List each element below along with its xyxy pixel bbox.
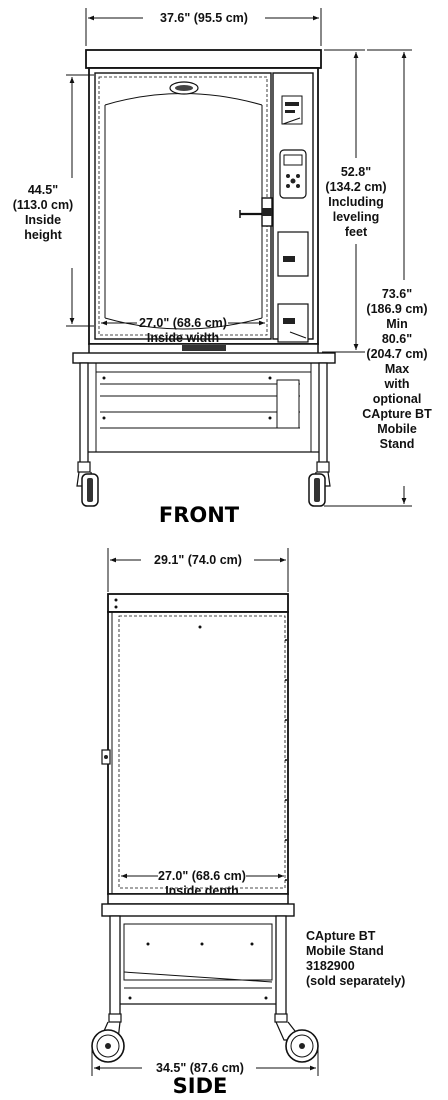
with-stand-label-10: Mobile — [377, 422, 417, 436]
side-inside-outline — [118, 615, 286, 889]
side-view: 29.1" (74.0 cm) 27.0" (68.6 cm) Inside d… — [91, 548, 405, 1098]
height-with-stand-dimension: 73.6" (186.9 cm) Min 80.6" (204.7 cm) Ma… — [324, 49, 432, 507]
with-stand-label-3: Min — [386, 317, 408, 331]
base-nameplate — [182, 345, 226, 351]
front-mobile-stand — [72, 352, 336, 464]
with-stand-label-7: with — [384, 377, 410, 391]
stand-depth-dimension: 34.5" (87.6 cm) — [91, 1046, 319, 1076]
cabinet-door — [94, 72, 272, 340]
front-view: 37.6" (95.5 cm) — [13, 8, 432, 527]
side-handle-icon — [101, 749, 111, 765]
incl-feet-label-5: feet — [345, 225, 368, 239]
with-stand-label-6: Max — [385, 362, 409, 376]
side-view-title: SIDE — [173, 1074, 228, 1098]
with-stand-label-4: 80.6" — [382, 332, 412, 346]
inside-depth-label-1: 27.0" (68.6 cm) — [158, 869, 246, 883]
incl-feet-label-1: 52.8" — [341, 165, 371, 179]
side-left-caster-icon — [91, 1013, 125, 1063]
front-width-dimension: 37.6" (95.5 cm) — [85, 8, 322, 46]
bottom-module-icon — [277, 303, 309, 343]
side-cabinet-body — [107, 611, 289, 895]
with-stand-label-9: CApture BT — [362, 407, 432, 421]
stand-callout-label-2: Mobile Stand — [306, 944, 384, 958]
stand-callout-label-1: CApture BT — [306, 929, 376, 943]
inside-width-label-1: 27.0" (68.6 cm) — [139, 316, 227, 330]
inside-height-label-4: height — [24, 228, 62, 242]
inside-height-label-2: (113.0 cm) — [13, 198, 73, 212]
with-stand-label-2: (186.9 cm) — [366, 302, 427, 316]
with-stand-label-5: (204.7 cm) — [366, 347, 427, 361]
side-depth-dimension: 29.1" (74.0 cm) — [107, 548, 289, 592]
front-width-label: 37.6" (95.5 cm) — [160, 11, 248, 25]
inside-width-label-2: Inside width — [147, 331, 219, 345]
with-stand-label-8: optional — [373, 392, 422, 406]
inside-height-dimension: 44.5" (113.0 cm) Inside height — [13, 74, 94, 327]
top-vent-icon — [281, 95, 303, 125]
incl-feet-label-3: Including — [328, 195, 384, 209]
stand-callout-label-3: 3182900 — [306, 959, 355, 973]
side-right-caster-icon — [274, 1013, 319, 1063]
inside-height-label-3: Inside — [25, 213, 61, 227]
middle-module-icon — [277, 231, 309, 277]
stand-depth-label: 34.5" (87.6 cm) — [156, 1061, 244, 1075]
incl-feet-label-2: (134.2 cm) — [325, 180, 386, 194]
height-including-feet-dimension: 52.8" (134.2 cm) Including leveling feet — [322, 49, 387, 353]
front-view-title: FRONT — [159, 503, 240, 527]
side-rivets — [285, 639, 287, 881]
with-stand-label-1: 73.6" — [382, 287, 412, 301]
inside-width-dimension: 27.0" (68.6 cm) Inside width — [101, 316, 265, 345]
front-right-caster-icon — [308, 461, 331, 507]
front-left-caster-icon — [76, 461, 99, 507]
side-mobile-stand — [101, 903, 295, 1017]
door-handle-icon — [239, 197, 276, 227]
side-cabinet-base — [107, 893, 289, 905]
control-display-icon — [279, 149, 307, 199]
inside-height-label-1: 44.5" — [28, 183, 58, 197]
cabinet-top — [85, 49, 322, 69]
side-cabinet-top — [107, 593, 289, 613]
side-depth-label: 29.1" (74.0 cm) — [154, 553, 242, 567]
with-stand-label-11: Stand — [380, 437, 415, 451]
incl-feet-label-4: leveling — [333, 210, 380, 224]
stand-callout: CApture BT Mobile Stand 3182900 (sold se… — [306, 929, 405, 988]
stand-callout-label-4: (sold separately) — [306, 974, 405, 988]
